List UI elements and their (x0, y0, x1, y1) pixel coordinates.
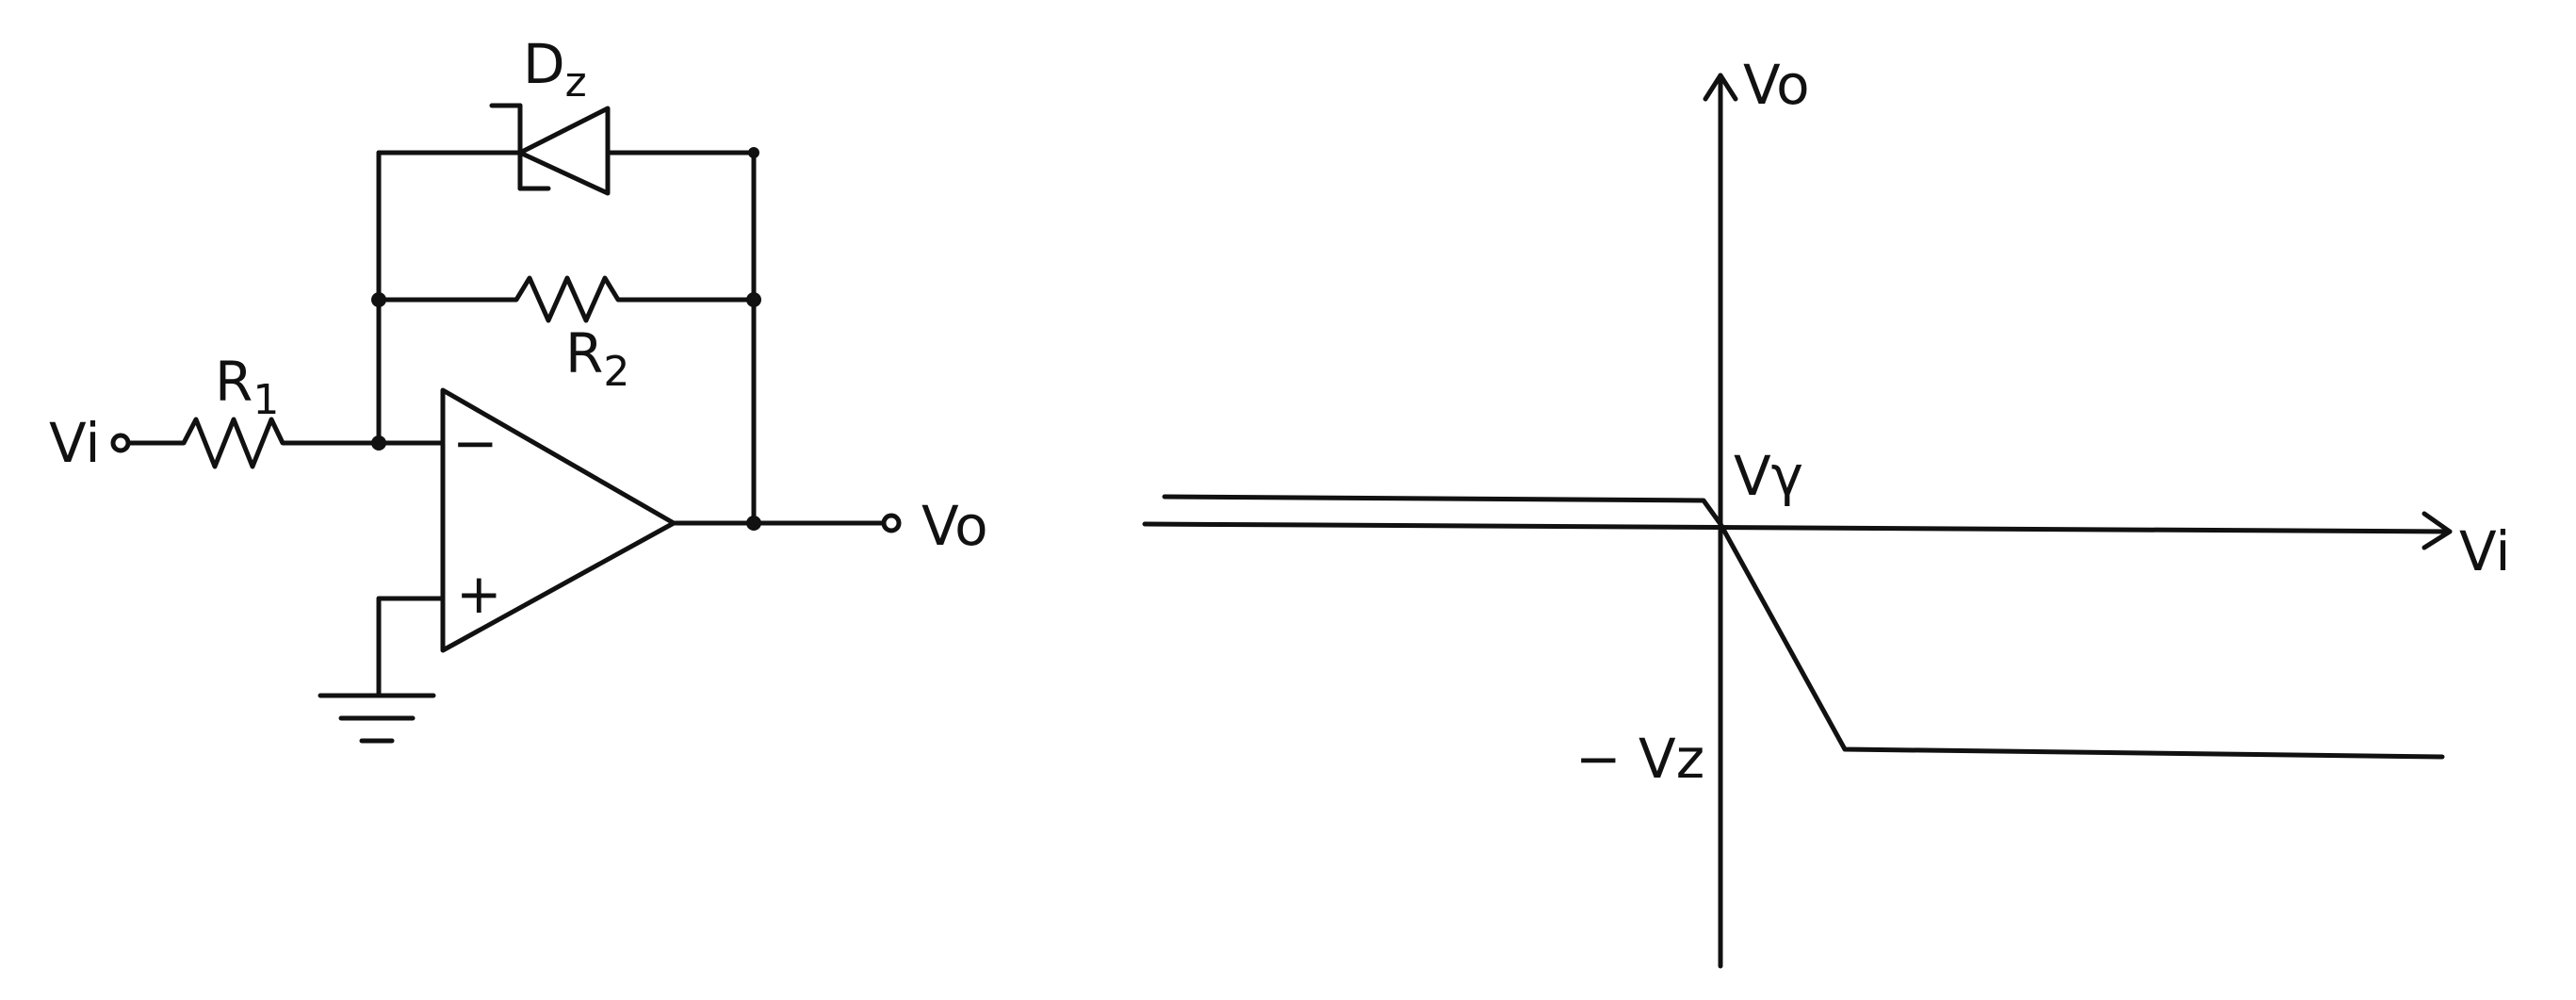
output-label: Vo (921, 494, 988, 558)
r1-label-main: R (215, 350, 253, 414)
junction-dots (371, 147, 761, 531)
transfer-graph (1142, 73, 2453, 969)
opamp-minus-sign: − (452, 411, 498, 475)
x-axis-arrowhead (2421, 511, 2453, 550)
r2-label-sub: 2 (603, 348, 629, 396)
ground-icon (318, 693, 436, 744)
x-axis-label: Vi (2459, 519, 2511, 583)
r2-label: R2 (565, 321, 629, 396)
zener-label-sub: z (565, 58, 587, 107)
resistor-r1 (167, 417, 304, 469)
r1-label: R1 (215, 350, 279, 424)
y-axis-arrowhead (1703, 73, 1738, 102)
resistor-r2 (487, 275, 634, 323)
junction-node-r2-left (371, 292, 386, 307)
zener-label-main: D (523, 32, 565, 96)
junction-node-output (746, 516, 761, 531)
x-axis (1142, 521, 2453, 534)
circuit-labels: Vi Vo R1 R2 Dz − + (49, 32, 988, 626)
output-terminal (881, 513, 902, 533)
r2-label-main: R (565, 321, 603, 385)
opamp-triangle (440, 387, 677, 653)
zener-label: Dz (523, 32, 587, 107)
opamp-plus-sign: + (456, 562, 502, 626)
circuit-schematic (110, 103, 902, 744)
y-axis-label: Vo (1743, 53, 1810, 117)
transfer-curve (1162, 494, 2445, 760)
neg-vz-label: − Vz (1575, 727, 1704, 791)
zener-triangle (517, 106, 611, 196)
junction-node-zener-right (748, 147, 759, 158)
v-gamma-label: Vγ (1734, 444, 1803, 508)
graph-labels: Vo Vi Vγ − Vz (1575, 53, 2511, 791)
junction-node-r2-right (746, 292, 761, 307)
junction-node-minus (371, 435, 386, 451)
input-label: Vi (49, 411, 101, 475)
r1-label-sub: 1 (253, 376, 279, 424)
